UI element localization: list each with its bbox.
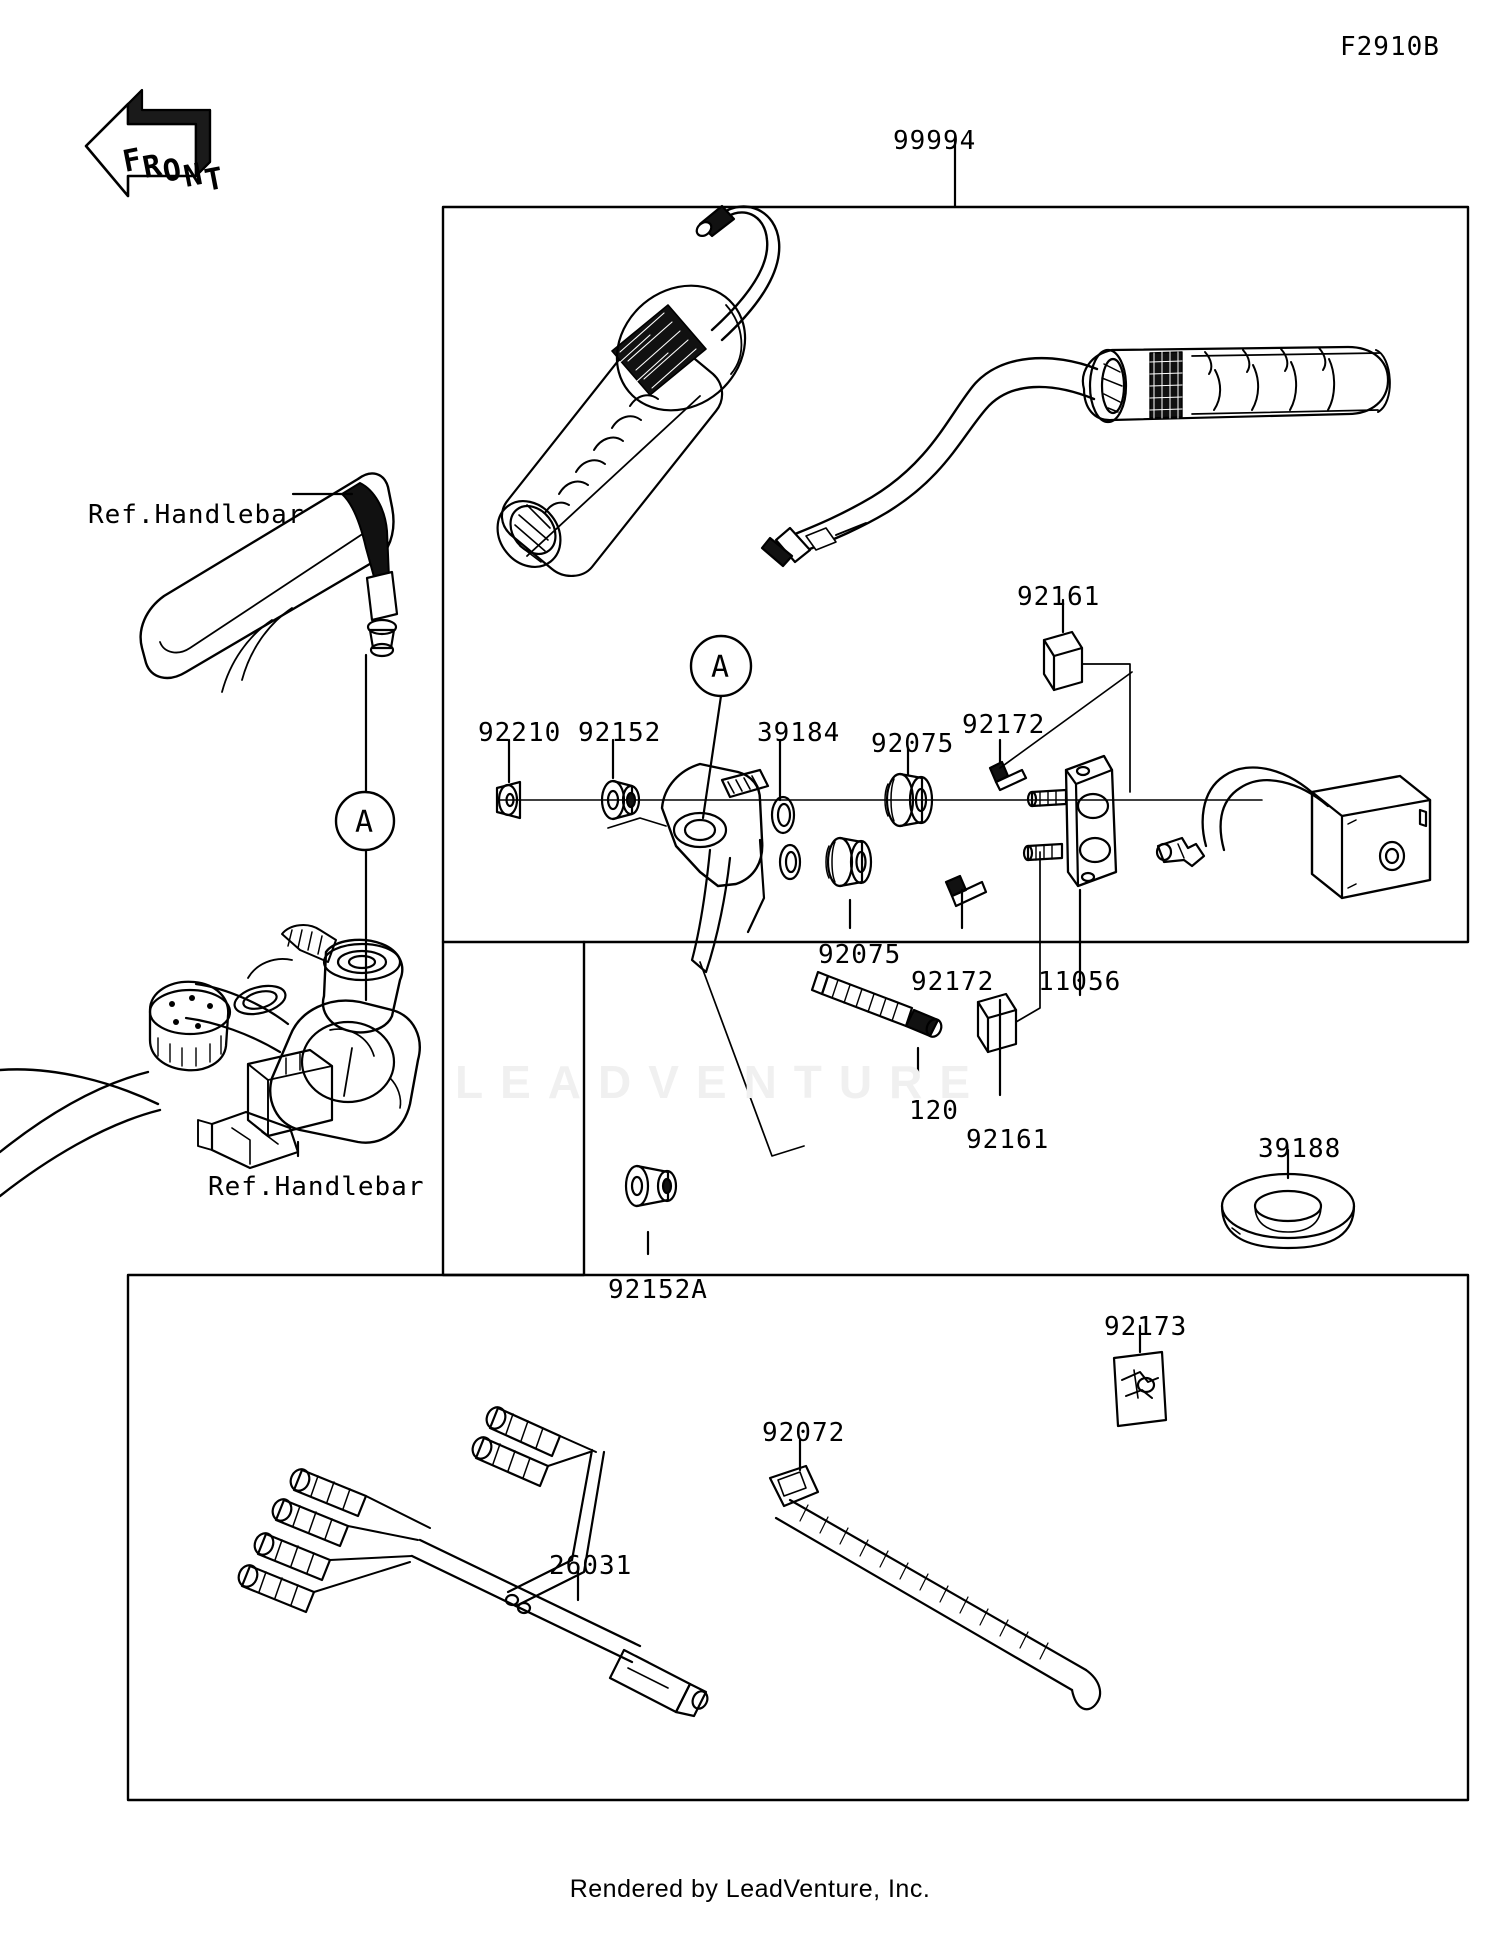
mirror-assembly [139,472,399,693]
leader-bracket-fan-2 [999,671,1133,769]
heated-grip-right [760,345,1391,568]
part-92161-block-upper [1042,630,1084,692]
part-92161-block-lower [976,992,1018,1054]
part-92075-damper-upper [884,772,934,828]
kit-box-bottom [126,1273,1470,1802]
handlebar-assembly-lower [0,924,421,1198]
callout-92210: 92210 [478,718,562,748]
callout-39184: 39184 [757,718,841,748]
part-11056-bracket [1022,754,1118,888]
heated-grip-left [496,204,781,577]
part-92172-bolt-lower [944,874,988,908]
part-92210-washer [495,780,522,820]
callout-92152: 92152 [578,718,662,748]
callout-92075-lower: 92075 [818,940,902,970]
callout-92072: 92072 [762,1418,846,1448]
part-92172-bolt-upper [988,760,1028,792]
section-marker-a-lower: A [355,805,375,840]
part-26031-harness [237,1406,709,1718]
callout-120: 120 [909,1096,959,1126]
callout-ref-handlebar-top: Ref.Handlebar [88,500,305,530]
leader-A-upper [701,694,723,820]
callout-92161-lower: 92161 [966,1125,1050,1155]
callout-92172-lower: 92172 [911,967,995,997]
part-92152A-collar [624,1164,678,1208]
callout-39188: 39188 [1258,1134,1342,1164]
part-92072-cable-tie [768,1464,1102,1711]
leader-bracket-fan-1 [699,961,805,1157]
section-marker-a-upper: A [711,650,731,685]
footer-credit: Rendered by LeadVenture, Inc. [569,1875,931,1903]
callout-92172-upper: 92172 [962,710,1046,740]
kit-box-middle [441,940,586,1277]
callout-92173: 92173 [1104,1312,1188,1342]
kit-box-main [441,205,1470,944]
part-39184-bracket [607,762,802,974]
callout-26031: 26031 [549,1551,633,1581]
part-92152-collar [600,779,641,821]
callout-ref-handlebar-bottom: Ref.Handlebar [208,1172,425,1202]
controller-module [1201,766,1432,900]
callout-circle-A-lower [334,790,396,852]
callout-11056: 11056 [1038,967,1122,997]
diagram-code: F2910B [1340,32,1440,62]
part-120-screw [810,970,943,1038]
connector-inline [1155,836,1206,868]
part-92075-damper-lower [825,836,873,888]
part-92173-clamp [1112,1350,1168,1428]
callout-92161-upper: 92161 [1017,582,1101,612]
callout-92075-upper: 92075 [871,729,955,759]
callout-92152A: 92152A [608,1275,708,1305]
svg-text:T: T [202,161,226,199]
callout-99994: 99994 [893,126,977,156]
part-39188-grommet [1220,1172,1356,1250]
front-arrow-icon: F R O N T [84,88,226,199]
